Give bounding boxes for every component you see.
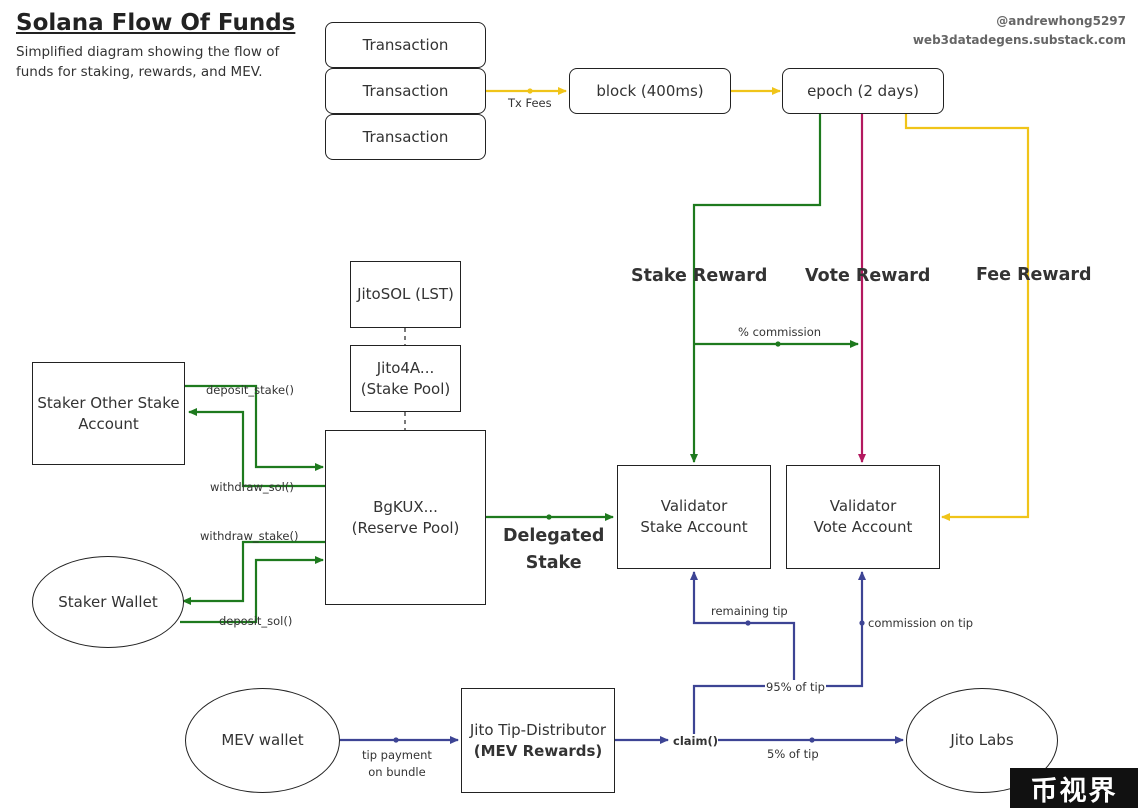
- edge-deposit-sol: [180, 556, 324, 624]
- diagram-subtitle: Simplified diagram showing the flow of f…: [16, 44, 280, 80]
- transaction-node-2: Transaction: [325, 68, 486, 114]
- block-node: block (400ms): [569, 68, 731, 114]
- edge-withdraw-sol: [188, 408, 325, 488]
- pct-95-label: 95% of tip: [765, 680, 826, 694]
- edge-withdraw-stake: [182, 540, 325, 605]
- stake-reward-label: Stake Reward: [631, 266, 768, 286]
- pct-5-label: 5% of tip: [767, 747, 819, 761]
- tip-distributor-node: Jito Tip-Distributor (MEV Rewards): [461, 688, 615, 793]
- edge-deposit-stake: [185, 384, 324, 471]
- withdraw-stake-label: withdraw_stake(): [200, 529, 299, 543]
- edge-95pct: [692, 571, 866, 740]
- tip-payment-label: tip payment on bundle: [362, 748, 432, 779]
- delegated-stake-label: Delegated Stake: [503, 526, 605, 573]
- staker-wallet-node: Staker Wallet: [32, 556, 184, 648]
- deposit-sol-label: deposit_sol(): [219, 614, 293, 628]
- diagram-title: Solana Flow Of Funds: [16, 10, 296, 36]
- vote-reward-label: Vote Reward: [805, 266, 931, 286]
- staker-other-stake-account-node: Staker Other Stake Account: [32, 362, 185, 465]
- author-handle: @andrewhong5297: [996, 14, 1126, 28]
- epoch-node: epoch (2 days): [782, 68, 944, 114]
- tx-fees-label: Tx Fees: [508, 96, 552, 110]
- commission-on-tip-label: commission on tip: [868, 616, 974, 630]
- transaction-node-1: Transaction: [325, 22, 486, 68]
- edge-stake-reward: [690, 113, 822, 463]
- transaction-node-3: Transaction: [325, 114, 486, 160]
- validator-vote-account-node: Validator Vote Account: [786, 465, 940, 569]
- commission-label: % commission: [738, 325, 822, 339]
- remaining-tip-label: remaining tip: [711, 604, 788, 618]
- edge-remaining-tip: [690, 571, 796, 686]
- tip-distributor-label: Jito Tip-Distributor: [469, 720, 607, 739]
- jitosol-node: JitoSOL (LST): [350, 261, 461, 328]
- reserve-pool-node: BgKUX... (Reserve Pool): [325, 430, 486, 605]
- fee-reward-label: Fee Reward: [976, 265, 1092, 285]
- mev-wallet-node: MEV wallet: [185, 688, 340, 793]
- withdraw-sol-label: withdraw_sol(): [210, 480, 294, 494]
- validator-stake-account-node: Validator Stake Account: [617, 465, 771, 569]
- edge-fee-reward: [904, 113, 1030, 521]
- tip-distributor-sublabel: (MEV Rewards): [473, 741, 603, 760]
- stake-pool-node: Jito4A... (Stake Pool): [350, 345, 461, 412]
- deposit-stake-label: deposit_stake(): [206, 383, 295, 397]
- watermark-logo: 币视界: [1010, 768, 1138, 808]
- claim-label: claim(): [673, 734, 718, 748]
- author-site: web3datadegens.substack.com: [912, 33, 1126, 47]
